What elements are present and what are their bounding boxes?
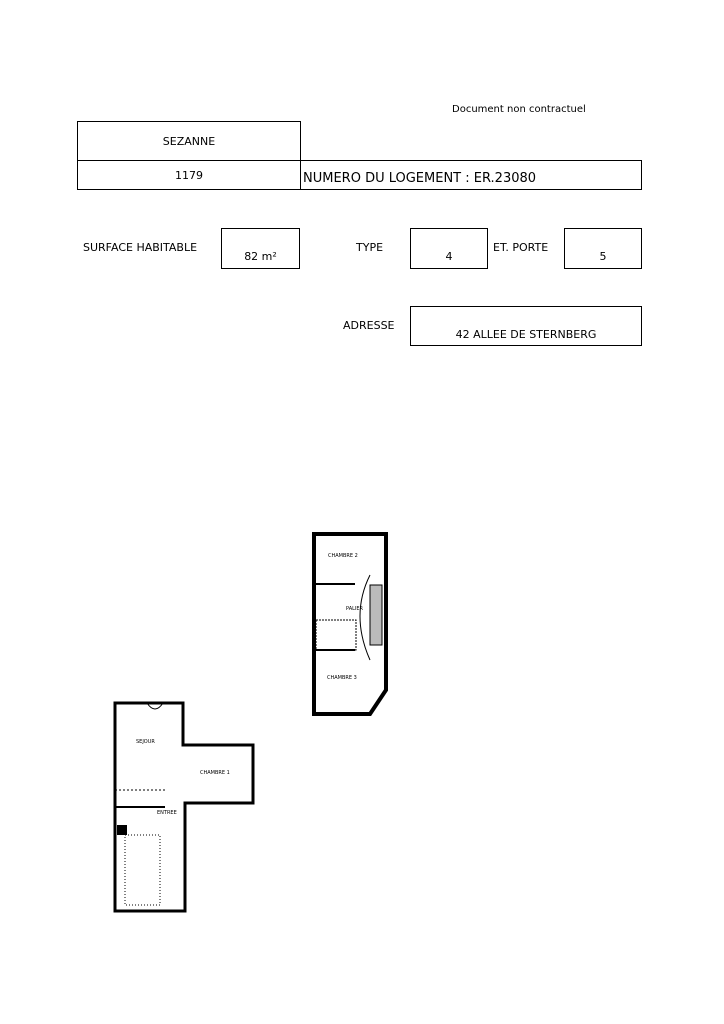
floor-door-label: ET. PORTE (493, 241, 549, 254)
room-label: SEJOUR (136, 739, 155, 745)
type-value: 4 (410, 228, 488, 269)
address-value: 42 ALLEE DE STERNBERG (410, 306, 642, 346)
program-name: SEZANNE (77, 121, 301, 161)
floor-door-value: 5 (564, 228, 642, 269)
room-label: CHAMBRE 3 (327, 675, 357, 681)
room-label: CHAMBRE 2 (328, 553, 358, 559)
type-label: TYPE (356, 241, 384, 254)
upper-floor-plan (312, 532, 388, 716)
lower-floor-plan (113, 701, 255, 913)
room-label: CHAMBRE 1 (200, 770, 230, 776)
housing-number: NUMERO DU LOGEMENT : ER.23080 (300, 160, 642, 190)
lot-number: 1179 (77, 160, 301, 190)
disclaimer: Document non contractuel (452, 104, 586, 115)
room-label: PALIER (346, 606, 364, 612)
surface-label: SURFACE HABITABLE (83, 241, 198, 254)
surface-value: 82 m² (221, 228, 300, 269)
room-label: ENTREE (157, 810, 177, 816)
address-label: ADRESSE (343, 319, 395, 332)
